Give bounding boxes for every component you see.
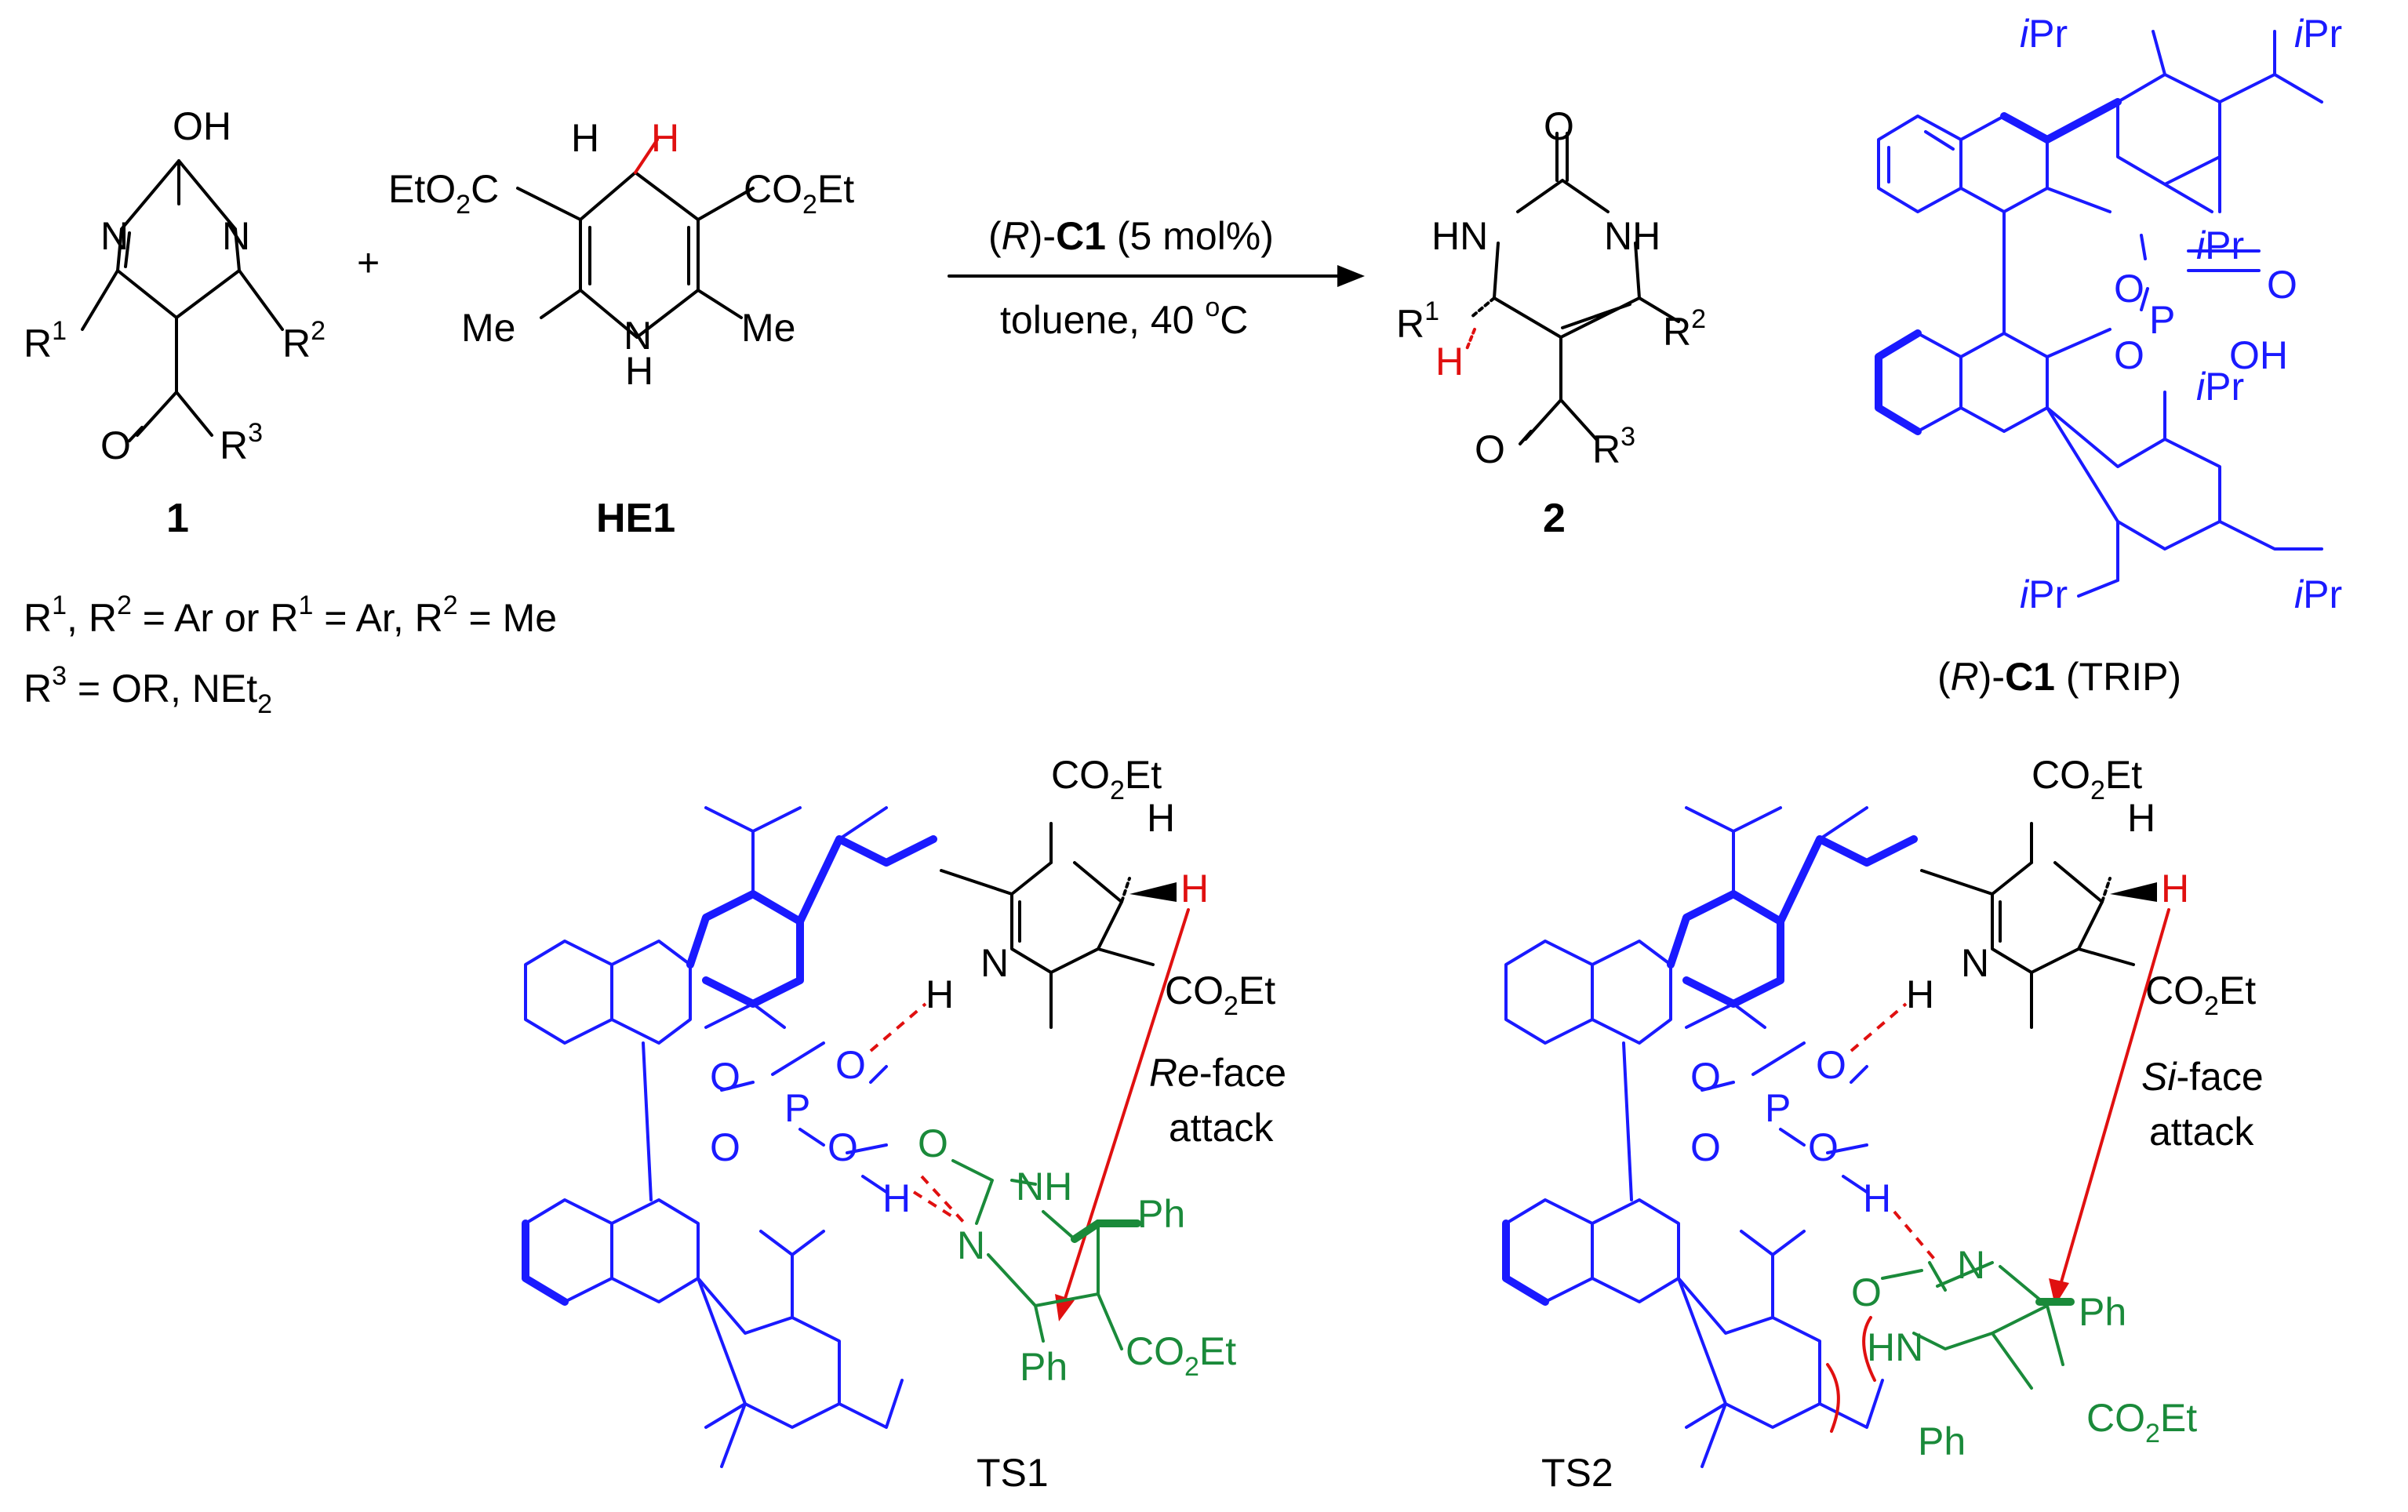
h-top-label: H: [571, 116, 599, 160]
product-nh-label: NH: [1604, 214, 1661, 258]
ts2-face-label: Si-face: [2141, 1055, 2264, 1099]
ts2-p: P: [1765, 1086, 1791, 1130]
ts1-o-a: O: [710, 1055, 740, 1099]
ipr-label-2: iPr: [2294, 12, 2342, 56]
ts1-o-b: O: [835, 1043, 866, 1087]
ts2-green-o: O: [1851, 1270, 1882, 1314]
hantzsch-ester-he1: H H EtO2C CO2Et Me Me N H HE1: [388, 116, 854, 541]
product-hydride-label: H: [1435, 340, 1464, 383]
catalyst-o2-label: O: [2267, 263, 2297, 307]
substituent-definitions: R1, R2 = Ar or R1 = Ar, R2 = Me R3 = OR,…: [24, 591, 557, 719]
ts2-n: N: [1961, 941, 1989, 985]
catalyst-o1-label: O: [2114, 267, 2144, 311]
ipr-label-5: iPr: [2020, 572, 2068, 616]
ts1-green-o: O: [918, 1121, 948, 1165]
catalyst-p-label: P: [2149, 298, 2175, 342]
ts1-o-c: O: [710, 1125, 740, 1169]
ipr-label-1: iPr: [2020, 12, 2068, 56]
me-right-label: Me: [741, 306, 795, 350]
ts1-nh-h: H: [926, 972, 954, 1016]
ts1-ester-top: CO2Et: [1051, 753, 1162, 805]
product-o-label: O: [1544, 104, 1574, 148]
hydride-label: H: [651, 116, 679, 160]
ts2-h-black: H: [2127, 796, 2155, 840]
ts2-label: TS2: [1541, 1451, 1613, 1495]
r1-label: R1: [24, 316, 67, 365]
ts2-o-b: O: [1816, 1043, 1846, 1087]
catalyst-caption: (R)-C1 (TRIP): [1937, 655, 2181, 699]
transition-state-2: O O P O O H CO2Et H H N H CO2Et Si-face …: [1502, 753, 2264, 1495]
r3-label: R3: [220, 418, 263, 467]
ts2-green-n: N: [1957, 1243, 1985, 1287]
product-carbonyl-o-label: O: [1475, 427, 1505, 471]
ipr-label-3: iPr: [2196, 224, 2244, 267]
oh-label: OH: [173, 104, 231, 148]
ester-left-label: EtO2C: [388, 167, 499, 220]
compound-1-label: 1: [166, 496, 189, 541]
ts1-p: P: [784, 1086, 810, 1130]
conditions-label: toluene, 40 oC: [1000, 293, 1248, 342]
product-r3-label: R3: [1592, 422, 1635, 471]
ts2-nh-h: H: [1906, 972, 1934, 1016]
carbonyl-o-label: O: [100, 423, 131, 467]
ts1-label: TS1: [977, 1451, 1049, 1495]
ts2-h-red: H: [2161, 867, 2189, 910]
ts1-ph-bottom: Ph: [1020, 1345, 1068, 1389]
ts1-h-black: H: [1147, 796, 1175, 840]
ts2-o-d: O: [1808, 1125, 1839, 1169]
r2-label: R2: [282, 316, 326, 365]
ts2-ph-bottom: Ph: [1918, 1419, 1966, 1463]
transition-state-1: O O P O O H CO2Et H H N H CO2Et Re-face …: [522, 753, 1286, 1495]
catalyst-loading-label: (R)-C1 (5 mol%): [988, 214, 1274, 258]
substituent-line-2: R3 = OR, NEt2: [24, 661, 272, 719]
ts2-h-blue: H: [1863, 1176, 1891, 1220]
me-left-label: Me: [461, 306, 515, 350]
plus-sign: +: [357, 241, 380, 285]
n-label: N: [624, 314, 652, 358]
ts1-green-n: N: [957, 1223, 985, 1267]
ts2-ester-top: CO2Et: [2032, 753, 2142, 805]
ts1-h-blue: H: [882, 1176, 911, 1220]
ts1-ester-right: CO2Et: [1165, 969, 1275, 1021]
ts2-o-c: O: [1690, 1125, 1721, 1169]
product-r2-label: R2: [1663, 304, 1706, 354]
ts1-green-nh: NH: [1016, 1165, 1072, 1209]
ts1-attack-label: attack: [1169, 1106, 1274, 1150]
ipr-label-6: iPr: [2294, 572, 2342, 616]
ts2-attack-label: attack: [2149, 1110, 2254, 1154]
n-right-label: N: [222, 214, 250, 258]
catalyst-oh-label: OH: [2229, 333, 2288, 377]
product-2: O HN NH R1 H R2 O R3 2: [1396, 104, 1706, 541]
substituent-line-1: R1, R2 = Ar or R1 = Ar, R2 = Me: [24, 591, 557, 640]
compound-2-label: 2: [1543, 496, 1566, 541]
product-r1-label: R1: [1396, 296, 1439, 346]
ts1-h-red: H: [1180, 867, 1209, 910]
ts1-green-ester: CO2Et: [1126, 1329, 1236, 1382]
ts2-ester-right: CO2Et: [2145, 969, 2256, 1021]
ts2-ph-top: Ph: [2079, 1290, 2126, 1334]
catalyst-o3-label: O: [2114, 333, 2144, 377]
ts2-green-ester: CO2Et: [2086, 1396, 2197, 1448]
n-left-label: N: [100, 214, 129, 258]
ts1-face-label: Re-face: [1149, 1051, 1286, 1095]
reactant-1-pyrimidine: OH N N R1 R2 O R3 1: [24, 104, 326, 541]
product-hn-label: HN: [1431, 214, 1488, 258]
ester-right-label: CO2Et: [744, 167, 854, 220]
ts1-ph-top: Ph: [1137, 1192, 1185, 1236]
ipr-label-4: iPr: [2196, 365, 2244, 409]
he1-label: HE1: [596, 496, 675, 541]
reaction-arrow: (R)-C1 (5 mol%) toluene, 40 oC: [948, 214, 1365, 342]
ts2-o-a: O: [1690, 1055, 1721, 1099]
nh-h-label: H: [625, 349, 653, 393]
ts1-n: N: [980, 941, 1009, 985]
catalyst-trip: iPr iPr iPr iPr iPr iPr O O P O OH (R)-C…: [1875, 12, 2342, 699]
ts2-green-hn: HN: [1867, 1325, 1923, 1369]
ts1-o-d: O: [828, 1125, 858, 1169]
